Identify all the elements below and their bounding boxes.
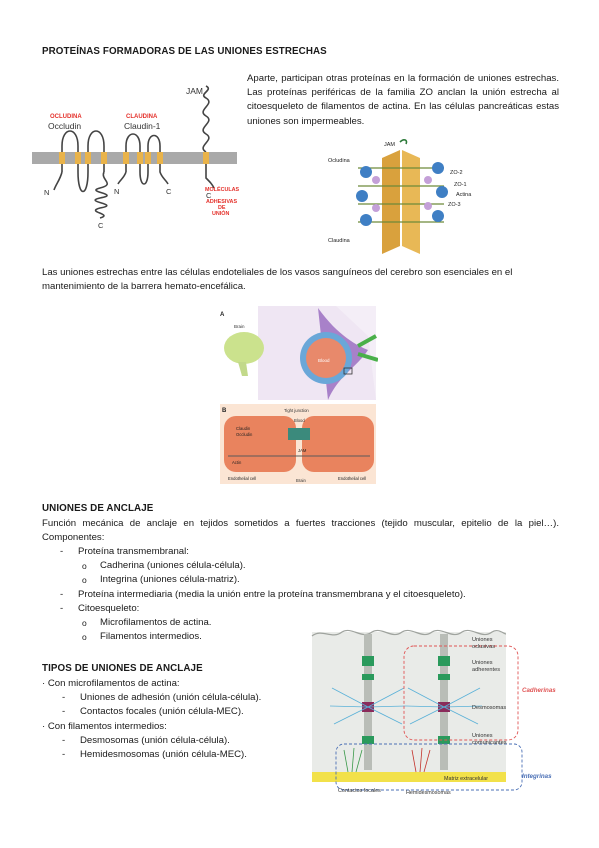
component-intermediate: Proteína intermediaria (media la unión e… [58, 588, 558, 602]
oclusivas-label-1: Uniones [472, 637, 493, 643]
anchoring-types-list: · Con microfilamentos de actina: Uniones… [42, 677, 302, 762]
panel-b-label: B [222, 408, 227, 414]
tight-junction-3d-figure: JAM Ocludina ZO-2 ZO-1 Actina ZO-3 Claud… [328, 139, 472, 254]
jam-protein [202, 85, 210, 153]
component-intermediate-filaments: Filamentos intermedios. [78, 630, 558, 644]
tight-junction-label: Tight junction [284, 408, 309, 413]
brain-illustration [224, 332, 264, 364]
anchoring-intro-paragraph: Función mecánica de anclaje en tejidos s… [42, 518, 559, 544]
endothelial-cell-label-left: Endothelial cell [228, 476, 256, 481]
contactos-focales-label: Contactos focales [338, 788, 381, 794]
integrinas-label: Integrinas [522, 773, 552, 780]
component-integrina: Integrina (uniones célula-matriz). [78, 573, 558, 587]
section-title-anchoring-types: TIPOS DE UNIONES DE ANCLAJE [42, 663, 203, 674]
panel-a-label: A [220, 312, 225, 318]
integrins-dashed-box [335, 743, 523, 791]
claudin-red-label: CLAUDINA [126, 114, 158, 120]
adherentes-label-2: adherentes [472, 667, 500, 673]
endothelial-cell-label-right: Endothelial cell [338, 476, 366, 481]
group-intermediate-label: · Con filamentos intermedios: [42, 720, 167, 732]
actina-label-3d: Actina [456, 192, 472, 198]
zo2-label-3d: ZO-2 [450, 170, 463, 176]
jam-label-3d: JAM [384, 142, 395, 148]
cadherinas-label: Cadherinas [522, 687, 556, 694]
adhesion-red-label-3: DE [218, 205, 226, 211]
claudin-n-label: N [114, 187, 119, 196]
blood-b-label: Blood [294, 418, 305, 423]
extracellular-matrix-bar [312, 772, 506, 782]
claudin-c-label: C [166, 187, 172, 196]
component-transmembrane: Proteína transmembranal: [58, 545, 558, 559]
zo-proteins-paragraph: Aparte, participan otras proteínas en la… [247, 73, 559, 127]
occludin-red-label: OCLUDINA [50, 114, 82, 120]
claudina-label-3d: Claudina [328, 238, 351, 244]
occludin-tail [94, 171, 109, 219]
component-cadherina: Cadherina (uniones célula-célula). [78, 559, 558, 573]
occludin-protein [61, 130, 105, 193]
jam-label-b: JAM [298, 448, 307, 453]
matriz-label: Matriz extracelular [444, 776, 488, 782]
type-adhesion: Uniones de adhesión (unión célula-célula… [60, 691, 302, 705]
membrane-proteins-figure: OCLUDINA Occludin N C CLAUDINA Claudin-1… [32, 85, 240, 230]
occludin-c-label: C [98, 221, 104, 230]
section-title-tight-junction-proteins: PROTEÍNAS FORMADORAS DE LAS UNIONES ESTR… [42, 46, 327, 57]
claudin-label: Claudin-1 [124, 121, 161, 131]
group-actin-label: · Con microfilamentos de actina: [42, 678, 180, 689]
blood-vessel-inner [306, 338, 346, 378]
membrane-bar [32, 152, 237, 164]
cells-background [312, 632, 506, 772]
endothelial-cell-left [224, 416, 296, 472]
brain-label: Brain [234, 324, 245, 329]
occludin-label-b: Occludin [236, 432, 253, 437]
adhesion-red-label-2: ADHESIVAS [206, 199, 237, 205]
blood-brain-barrier-paragraph: Las uniones estrechas entre las células … [42, 267, 513, 293]
blood-brain-barrier-figure: A Brain Blood B Tight junction Blood Cla… [220, 306, 378, 484]
left-membrane [382, 150, 400, 254]
blood-label: Blood [318, 358, 330, 363]
comunicantes-label-1: Uniones [472, 733, 493, 739]
occludin-label: Occludin [48, 121, 81, 131]
comunicantes-label-2: comunicantes [472, 740, 507, 746]
ocludina-label-3d: Ocludina [328, 158, 351, 164]
zo3-label-3d: ZO-3 [448, 202, 461, 208]
hemidesmosomas-label: Hemidesmosomas [406, 790, 451, 796]
zo1-label-3d: ZO-1 [454, 182, 467, 188]
component-cytoskeleton: Citoesqueleto: [58, 602, 558, 616]
junction-types-figure: Uniones oclusivas Uniones adherentes Des… [311, 629, 556, 796]
brain-b-label: Brain [296, 478, 306, 483]
type-focal-contacts: Contactos focales (unión célula-MEC). [60, 705, 302, 719]
right-membrane [402, 150, 420, 254]
occludin-n-label: N [44, 188, 49, 197]
adherentes-label-1: Uniones [472, 660, 493, 666]
section-title-anchoring-junctions: UNIONES DE ANCLAJE [42, 503, 154, 514]
claudin-protein [125, 133, 169, 185]
claudin-label-b: Claudin [236, 426, 251, 431]
components-list: Proteína transmembranal: Cadherina (unio… [58, 545, 558, 645]
jam-label: JAM [186, 86, 203, 96]
type-desmosomes: Desmosomas (unión célula-célula). [60, 734, 302, 748]
oclusivas-label-2: oclusivas [472, 644, 495, 650]
endothelial-cell-right [302, 416, 374, 472]
adhesion-red-label-1: MOLÉCULAS [205, 185, 240, 193]
actin-label-b: Actin [232, 460, 242, 465]
component-microfilaments: Microfilamentos de actina. [78, 616, 558, 630]
type-hemidesmosomes: Hemidesmosomas (unión célula-MEC). [60, 748, 302, 762]
cadherins-dashed-box [403, 645, 519, 741]
desmosomas-label: Desmosomas [472, 705, 506, 711]
jam-c-label: C [206, 191, 212, 200]
adhesion-red-label-4: UNIÓN [212, 209, 229, 217]
